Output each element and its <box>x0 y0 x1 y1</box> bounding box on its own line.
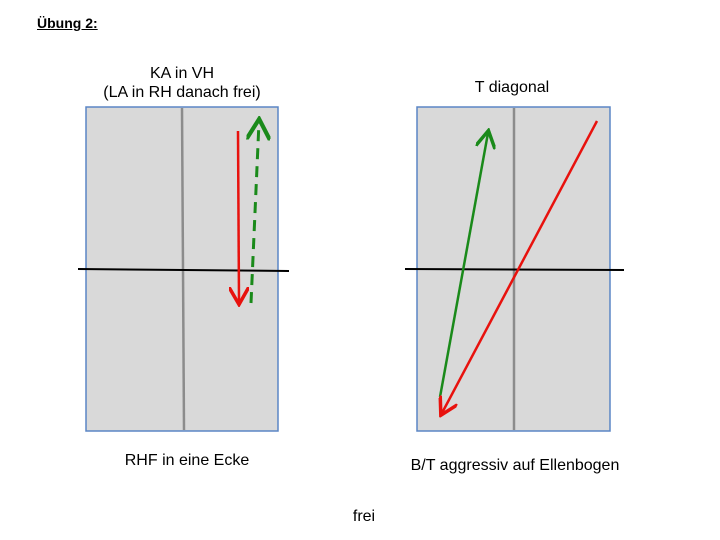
left-panel-caption: RHF in eine Ecke <box>124 452 250 469</box>
left-panel-title: KA in VH (LA in RH danach frei) <box>82 64 282 102</box>
left-court <box>77 106 290 432</box>
right-court-net <box>404 268 625 271</box>
right-red-arrow <box>442 120 599 413</box>
right-panel-caption: B/T aggressiv auf Ellenbogen <box>410 457 620 474</box>
left-green-dashed-arrow <box>251 122 259 304</box>
left-court-net <box>77 268 290 272</box>
left-panel-title-line1: KA in VH <box>149 65 215 82</box>
right-panel-title: T diagonal <box>474 79 550 96</box>
left-red-arrow <box>238 130 239 302</box>
left-panel-title-line2: (LA in RH danach frei) <box>103 84 261 101</box>
right-court <box>404 106 625 432</box>
exercise-heading: Übung 2: <box>37 15 98 31</box>
right-green-arrow <box>438 133 488 398</box>
footer-note: frei <box>352 508 376 525</box>
